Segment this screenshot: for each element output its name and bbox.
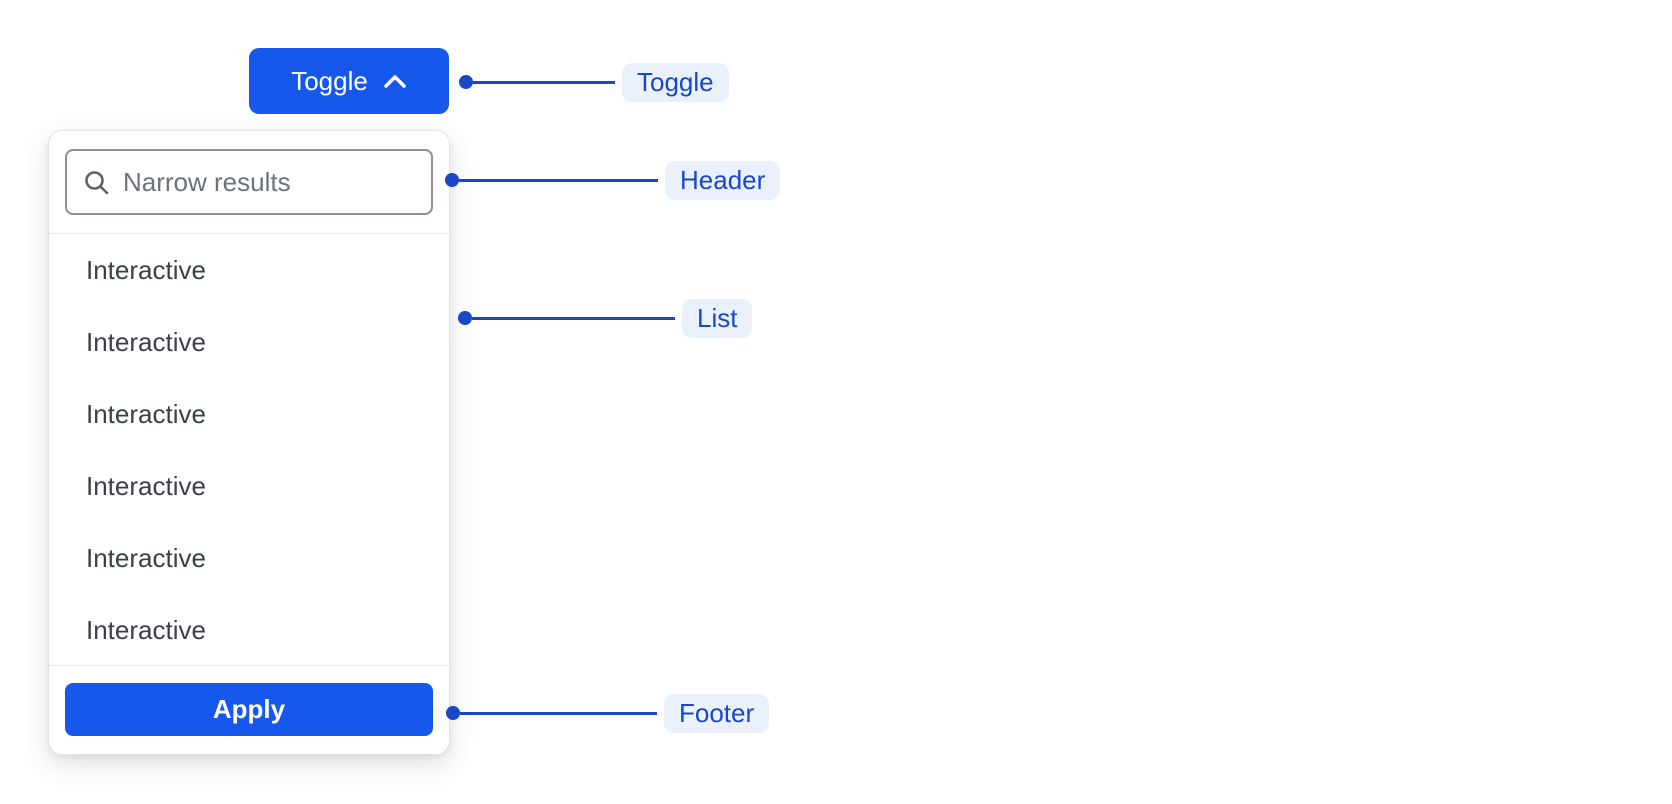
callout-footer: Footer (446, 692, 770, 734)
list-item[interactable]: Interactive (86, 254, 206, 285)
toggle-button-label: Toggle (291, 65, 368, 96)
callout-list: List (458, 297, 753, 339)
callout-dot (458, 311, 472, 325)
callout-label-header: Header (665, 160, 781, 200)
callout-line (459, 178, 658, 182)
dropdown-footer: Apply (49, 665, 449, 754)
dropdown-header (49, 131, 449, 234)
search-input[interactable] (123, 166, 415, 198)
list-item[interactable]: Interactive (86, 326, 206, 357)
callout-header: Header (445, 159, 781, 201)
callout-line (460, 711, 657, 715)
search-box[interactable] (65, 149, 433, 215)
search-icon (83, 169, 110, 196)
callout-dot (459, 75, 473, 89)
callout-label-footer: Footer (664, 693, 770, 733)
list-item[interactable]: Interactive (86, 614, 206, 645)
dropdown-list: Interactive Interactive Interactive Inte… (49, 234, 449, 665)
callout-line (472, 316, 675, 320)
callout-label-toggle: Toggle (622, 62, 729, 102)
callout-dot (446, 706, 460, 720)
apply-button[interactable]: Apply (65, 683, 433, 736)
chevron-up-icon (383, 74, 407, 89)
list-item[interactable]: Interactive (86, 398, 206, 429)
callout-label-list: List (682, 298, 753, 338)
list-item[interactable]: Interactive (86, 542, 206, 573)
dropdown-panel: Interactive Interactive Interactive Inte… (48, 130, 450, 755)
callout-line (473, 80, 615, 84)
list-item[interactable]: Interactive (86, 470, 206, 501)
toggle-button[interactable]: Toggle (249, 48, 449, 114)
callout-dot (445, 173, 459, 187)
callout-toggle: Toggle (459, 61, 729, 103)
